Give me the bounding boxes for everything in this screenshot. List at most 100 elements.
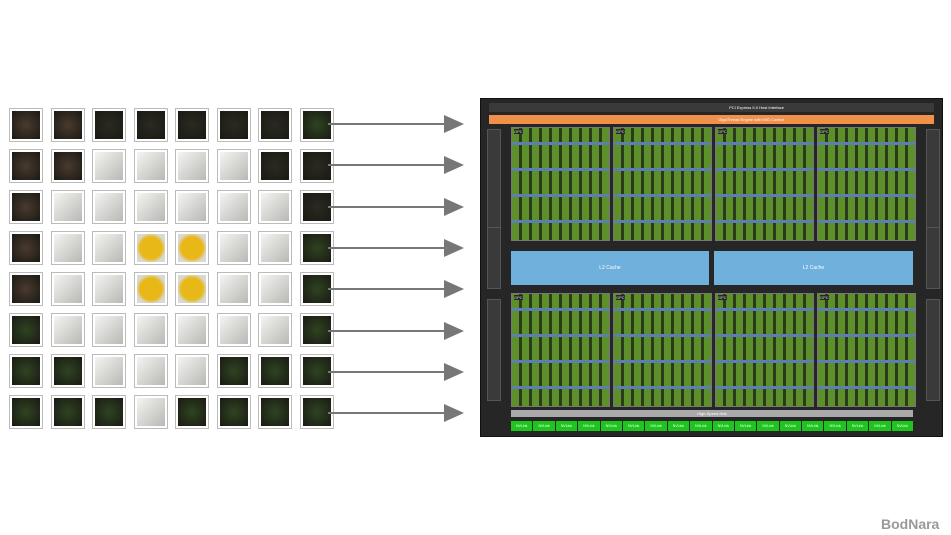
- sm-row: [512, 194, 609, 197]
- image-tile: [93, 396, 125, 428]
- image-tile: [176, 396, 208, 428]
- l2-cache-left: L2 Cache: [511, 251, 709, 285]
- nvlink-block: NVLink: [578, 421, 600, 431]
- sm-row: [614, 308, 711, 311]
- nvlink-block: NVLink: [555, 421, 578, 431]
- high-speed-hub: High-Speed Hub: [511, 410, 913, 417]
- image-tile: [134, 232, 167, 264]
- image-tile: [51, 150, 84, 182]
- sm-row: [614, 194, 711, 197]
- nvlink-block: NVLink: [824, 421, 846, 431]
- memory-controller: [487, 227, 501, 289]
- gpc-block: GPC: [715, 127, 814, 241]
- sm-row: [512, 334, 609, 337]
- nvlink-block: NVLink: [734, 421, 757, 431]
- gpu-chip-diagram: PCI Express 5.0 Host Interface GigaThrea…: [480, 98, 943, 437]
- memory-controller: [487, 299, 501, 401]
- image-tile: [93, 273, 125, 305]
- arrow-icon: [328, 156, 464, 175]
- image-tile: [176, 150, 208, 182]
- image-tile: [259, 314, 291, 346]
- arrow-icon: [328, 238, 464, 257]
- sm-row: [818, 334, 915, 337]
- image-tile: [93, 232, 125, 264]
- image-tile: [259, 396, 291, 428]
- sm-row: [716, 220, 813, 223]
- nvlink-block: NVLink: [869, 421, 891, 431]
- image-tile: [217, 355, 250, 387]
- image-tile: [217, 232, 250, 264]
- gigathread-engine: GigaThread Engine with MIG Control: [489, 115, 934, 124]
- image-tile: [51, 232, 84, 264]
- image-tile: [259, 191, 291, 223]
- image-tile: [217, 191, 250, 223]
- sm-row: [818, 360, 915, 363]
- gpc-block: GPC: [817, 293, 916, 407]
- sm-row: [614, 386, 711, 389]
- image-tile: [51, 273, 84, 305]
- image-tile: [93, 355, 125, 387]
- sm-row: [614, 168, 711, 171]
- image-tile: [93, 150, 125, 182]
- gpc-block: GPC: [511, 127, 610, 241]
- gpc-block: GPC: [817, 127, 916, 241]
- image-tile: [259, 232, 291, 264]
- gpc-label: GPC: [514, 129, 523, 134]
- image-tile: [134, 273, 167, 305]
- image-tile: [10, 396, 42, 428]
- gpc-label: GPC: [820, 129, 829, 134]
- image-tile: [93, 314, 125, 346]
- nvlink-block: NVLink: [757, 421, 779, 431]
- sm-row: [512, 142, 609, 145]
- image-tile: [134, 396, 167, 428]
- nvlink-block: NVLink: [712, 421, 734, 431]
- sm-row: [614, 360, 711, 363]
- image-tile: [134, 109, 167, 141]
- arrow-icon: [328, 321, 464, 340]
- image-tile: [217, 314, 250, 346]
- image-tile: [259, 273, 291, 305]
- image-tile: [217, 273, 250, 305]
- memory-controller: [487, 129, 501, 231]
- sm-row: [512, 168, 609, 171]
- sm-row: [818, 168, 915, 171]
- nvlink-block: NVLink: [600, 421, 622, 431]
- image-tile: [10, 314, 42, 346]
- sm-row: [614, 142, 711, 145]
- gpc-label: GPC: [616, 129, 625, 134]
- memory-controller: [926, 299, 940, 401]
- gpc-block: GPC: [613, 127, 712, 241]
- arrow-icon: [328, 115, 464, 133]
- image-tile: [134, 355, 167, 387]
- nvlink-block: NVLink: [690, 421, 712, 431]
- sm-row: [818, 194, 915, 197]
- image-tile: [93, 191, 125, 223]
- image-tile: [51, 109, 84, 141]
- nvlink-block: NVLink: [622, 421, 645, 431]
- nvlink-block: NVLink: [779, 421, 802, 431]
- sm-row: [512, 220, 609, 223]
- image-tile: [51, 355, 84, 387]
- watermark-logo: BodNara: [881, 516, 940, 532]
- gpc-block: GPC: [511, 293, 610, 407]
- image-tile: [259, 355, 291, 387]
- sm-row: [716, 194, 813, 197]
- arrow-icon: [328, 280, 464, 299]
- image-tile: [93, 109, 125, 141]
- image-tile: [217, 109, 250, 141]
- image-tile: [259, 109, 291, 141]
- image-tile: [51, 191, 84, 223]
- image-tile: [51, 314, 84, 346]
- nvlink-block: NVLink: [802, 421, 824, 431]
- sm-row: [716, 360, 813, 363]
- image-tile: [259, 150, 291, 182]
- image-tile: [10, 355, 42, 387]
- sm-row: [818, 220, 915, 223]
- nvlink-block: NVLink: [667, 421, 690, 431]
- image-tile: [51, 396, 84, 428]
- arrow-icon: [328, 404, 464, 423]
- gpc-label: GPC: [718, 295, 727, 300]
- nvlink-block: NVLink: [533, 421, 555, 431]
- memory-controller: [926, 227, 940, 289]
